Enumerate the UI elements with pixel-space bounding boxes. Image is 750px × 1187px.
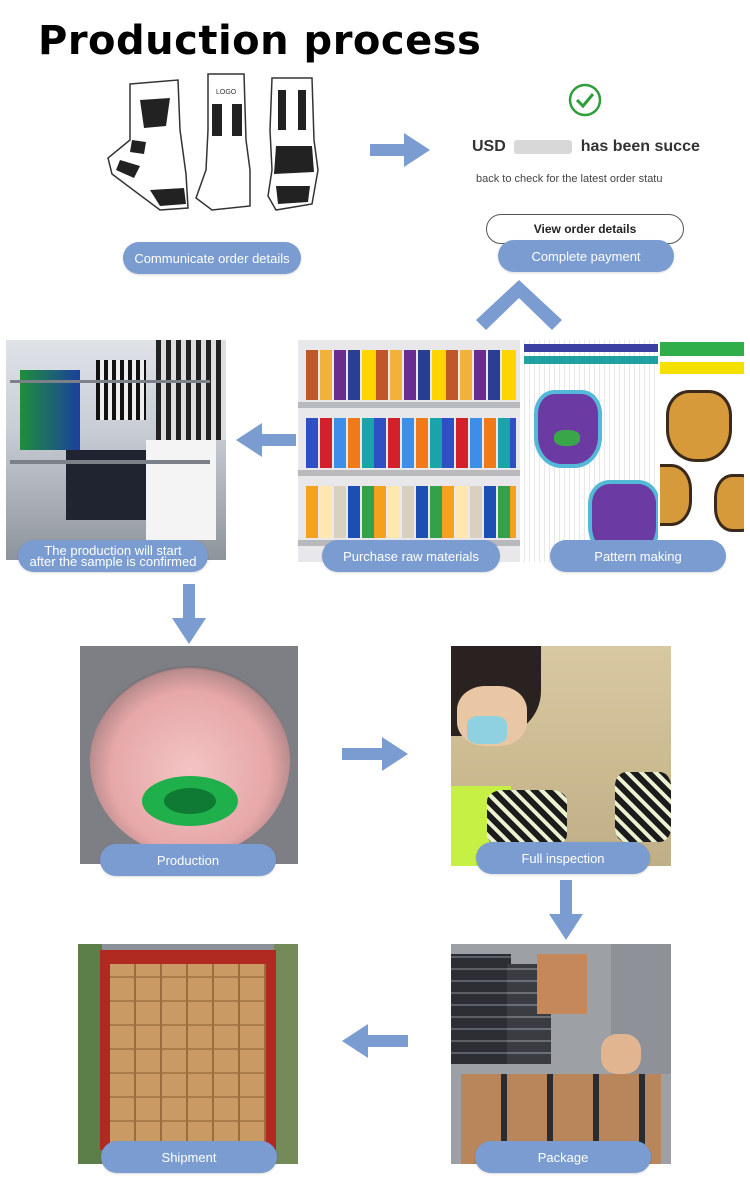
sock-sketch-middle: LOGO bbox=[195, 73, 251, 211]
pattern-chart-photo bbox=[524, 340, 658, 562]
packaging-photo bbox=[451, 944, 671, 1164]
step-communicate-order-details: Communicate order details bbox=[123, 242, 301, 274]
step-sample-confirmed: The production will start after the samp… bbox=[18, 540, 208, 572]
step-package: Package bbox=[475, 1141, 651, 1173]
step-purchase-raw-materials: Purchase raw materials bbox=[322, 540, 500, 572]
inspection-photo bbox=[451, 646, 671, 866]
step-full-inspection: Full inspection bbox=[476, 842, 650, 874]
split-arrow-icon bbox=[476, 280, 562, 332]
sock-sketches: LOGO bbox=[100, 70, 330, 220]
shipping-container-photo bbox=[78, 944, 298, 1164]
arrow-right-icon bbox=[342, 737, 408, 771]
amount-prefix: USD bbox=[472, 138, 506, 155]
svg-text:LOGO: LOGO bbox=[216, 89, 237, 96]
arrow-down-icon bbox=[549, 880, 583, 940]
sock-sketch-left bbox=[107, 79, 189, 211]
mascot-design-photo bbox=[660, 340, 744, 562]
sample-line-1: The production will start bbox=[44, 543, 182, 558]
arrow-right-icon bbox=[370, 133, 430, 167]
thread-spools-photo bbox=[298, 340, 520, 562]
knitting-machine-photo bbox=[80, 646, 298, 864]
view-order-details-button[interactable]: View order details bbox=[486, 214, 684, 244]
sample-line-2: after the sample is confirmed bbox=[29, 554, 197, 569]
blurred-amount bbox=[514, 139, 573, 154]
payment-success-screen: USD has been succe back to check for the… bbox=[468, 80, 700, 250]
sock-sketch-right bbox=[267, 77, 319, 211]
step-pattern-making: Pattern making bbox=[550, 540, 726, 572]
step-shipment: Shipment bbox=[101, 1141, 277, 1173]
arrow-left-icon bbox=[342, 1024, 408, 1058]
check-circle-icon bbox=[568, 83, 602, 122]
step-production: Production bbox=[100, 844, 276, 876]
arrow-down-icon bbox=[172, 584, 206, 644]
success-text: has been succe bbox=[580, 138, 700, 155]
order-status-hint: back to check for the latest order statu bbox=[476, 173, 663, 185]
step-complete-payment: Complete payment bbox=[498, 240, 674, 272]
arrow-left-icon bbox=[236, 423, 296, 457]
factory-rack-photo bbox=[6, 340, 226, 560]
page-title: Production process bbox=[38, 18, 482, 64]
